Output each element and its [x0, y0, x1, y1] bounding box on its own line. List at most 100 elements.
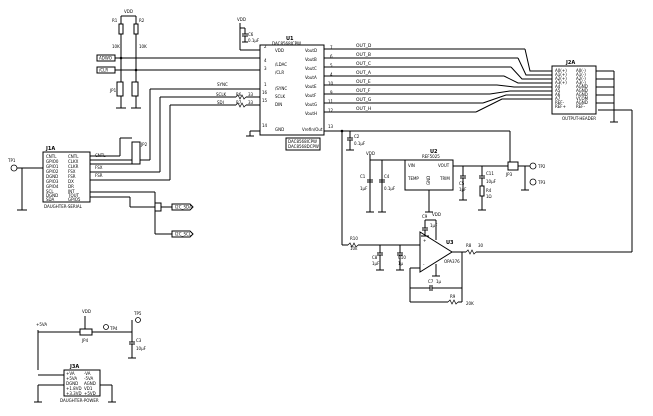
sdi-label: SDI [217, 100, 224, 105]
u3-ref: U3 [446, 240, 454, 246]
svg-text:DGND: DGND [66, 381, 78, 386]
svg-text:VoutD: VoutD [305, 48, 317, 53]
svg-text:9: 9 [330, 90, 333, 95]
u2-vout: VOUT [438, 163, 450, 168]
svg-text:4: 4 [330, 72, 333, 77]
svg-text:3: 3 [264, 66, 267, 71]
svg-text:A0(+): A0(+) [555, 68, 567, 73]
out-a-label: OUT_A [356, 70, 372, 76]
r10-ref: R10 [350, 236, 358, 241]
u2-gnd: GND [426, 176, 431, 185]
j2a-part: OUTPUT-HEADER [562, 116, 596, 121]
jp4-jumper[interactable] [79, 328, 93, 336]
c6-ref: C6 [248, 32, 254, 37]
j2a-output-header: J2A OUTPUT-HEADER A0(+) A1(+) A2(+) A3(+… [551, 60, 633, 247]
svg-text:AGND: AGND [576, 84, 588, 89]
svg-text:11: 11 [328, 99, 334, 104]
r7-ref: R7 [236, 100, 242, 105]
j2a-body [551, 65, 597, 115]
r8-value: 30 [478, 243, 484, 248]
svg-text:VoutF: VoutF [305, 93, 317, 98]
c6-value: 0.1µF [248, 38, 260, 43]
svg-text:CNTL: CNTL [46, 154, 57, 159]
svg-text:14: 14 [262, 123, 268, 128]
svg-text:A4: A4 [555, 84, 561, 89]
r10-value: 10k [350, 246, 358, 251]
u2-part: REF5025 [422, 154, 440, 159]
jp3-jumper[interactable] [507, 161, 519, 171]
r9-ref: R9 [450, 294, 456, 299]
svg-text:FSX: FSX [68, 169, 76, 174]
svg-text:CLKX: CLKX [68, 159, 79, 164]
svg-text:+5VD: +5VD [84, 391, 96, 396]
u1-vdd-supply: VDD C6 0.1µF [237, 17, 260, 51]
svg-text:VoutB: VoutB [305, 57, 317, 62]
svg-text:CNTL: CNTL [68, 154, 79, 159]
svg-text:A1(+): A1(+) [555, 72, 567, 77]
c7-value: 1µ [436, 279, 442, 284]
out-g-label: OUT_G [356, 97, 372, 103]
c10-ref: C10 [398, 255, 406, 260]
svg-text:GPIO4: GPIO4 [46, 184, 59, 189]
jp4-label: JP4 [81, 338, 89, 343]
c5-ref: C5 [459, 181, 465, 186]
i2c-scl-label: I2C_SCL [175, 232, 192, 237]
pb-vsrc: +5VA [36, 322, 47, 327]
svg-text:VDD: VDD [275, 48, 284, 53]
svg-text:CLKR: CLKR [68, 164, 79, 169]
tp5-label: TP5 [133, 311, 142, 316]
svg-text:-VA: -VA [84, 371, 91, 376]
svg-text:REF-: REF- [576, 104, 586, 109]
jp2-label: JP2 [140, 142, 148, 147]
svg-text:A1(-): A1(-) [576, 72, 586, 77]
j1a-daughter-serial: J1A DAUGHTER-SERIAL CNTL GPIO0 GPIO1 GPI… [7, 137, 194, 238]
u1-left-pins: VDD 2 /LDAC 4 /CLR 3 /SYNC 1 SCLK 16 DIN… [262, 44, 287, 132]
jp2-jumper[interactable] [131, 141, 141, 165]
jp1-jumper[interactable] [116, 81, 124, 97]
u1-variant-2: DAC8568DCPW [288, 144, 319, 149]
c11-ref: C11 [486, 171, 494, 176]
svg-text:15: 15 [262, 98, 268, 103]
c3-value: 10µF [136, 346, 147, 351]
svg-text:REF-: REF- [555, 100, 565, 105]
svg-text:REF+: REF+ [555, 104, 566, 109]
pb-vdd: VDD [82, 309, 91, 314]
u1-part: DAC8568ICPW [272, 41, 301, 46]
u2-vdd: VDD [366, 151, 375, 156]
c2-ref: C2 [354, 134, 360, 139]
svg-text:GPIO3: GPIO3 [46, 179, 59, 184]
svg-text:10: 10 [328, 81, 334, 86]
i2c-scl-connector[interactable] [171, 230, 194, 238]
out-h-label: OUT_H [356, 106, 371, 112]
i2c-sda-connector[interactable] [171, 203, 194, 211]
u3-minus: - [423, 262, 425, 267]
u1-right-pins: VoutD 7 VoutB 6 VoutC 5 VoutA 4 VoutE 10… [302, 45, 334, 132]
c9-value: 1µF [430, 223, 438, 228]
tp2-testpoint[interactable] [529, 162, 537, 170]
jp3-label: JP3 [505, 172, 513, 177]
tp4-testpoint[interactable] [103, 324, 109, 330]
tp5-testpoint[interactable] [135, 317, 141, 323]
c4-ref: C4 [384, 174, 390, 179]
clr-label: /CLR [99, 68, 108, 73]
svg-text:TOUT: TOUT [67, 193, 80, 198]
i2c-sda-label: I2C_SDA [175, 205, 192, 210]
j3a-ref: J3A [69, 364, 79, 370]
r7-value: 33 [248, 100, 254, 105]
svg-text:A3(+): A3(+) [555, 80, 567, 85]
tp2-label: TP2 [537, 164, 546, 169]
u3-opamp [419, 231, 453, 273]
svg-text:16: 16 [262, 90, 268, 95]
out-e-label: OUT_E [356, 79, 371, 85]
j3a-part: DAUGHTER-POWER [60, 398, 99, 403]
jp-i2c-jumper[interactable] [154, 202, 162, 212]
fsx-label: FSX [95, 165, 103, 170]
vref-net: C2 0.1µF [324, 129, 512, 245]
svg-text:GPIO2: GPIO2 [46, 169, 59, 174]
svg-text:VoutE: VoutE [305, 84, 317, 89]
out-b-label: OUT_B [356, 52, 371, 58]
svg-text:GPIO0: GPIO0 [46, 159, 59, 164]
tp1-testpoint[interactable] [10, 164, 18, 172]
tp3-testpoint[interactable] [529, 178, 537, 186]
